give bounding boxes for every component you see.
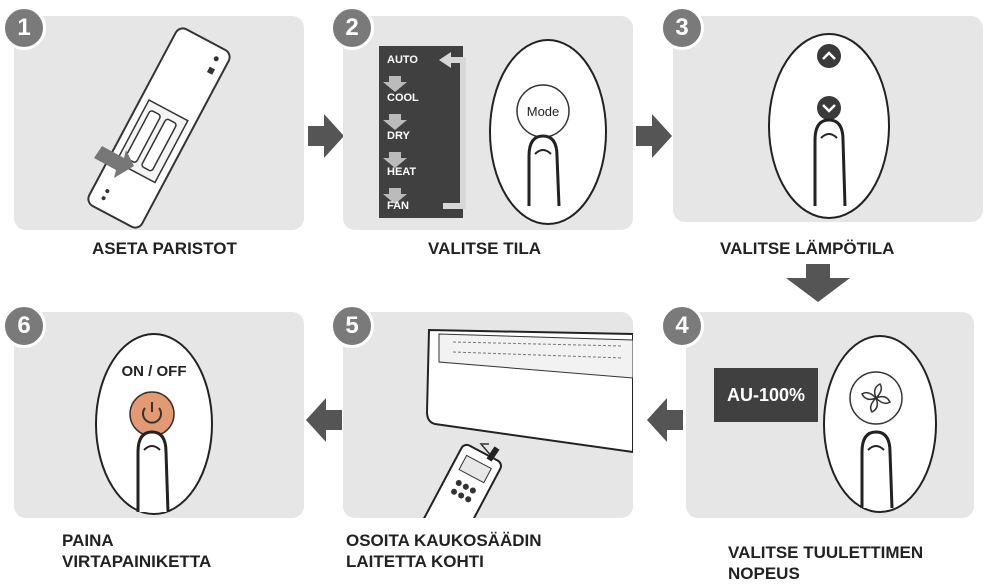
arrow-left-icon [647,398,683,442]
step-4-caption-line2: NOPEUS [728,564,800,583]
step-4-caption-line1: VALITSE TUULETTIMEN [728,543,924,562]
power-icon [142,402,162,424]
step-2-caption: VALITSE TILA [428,239,542,258]
step-1-number-badge: 1 [2,6,46,50]
fan-speed-display: AU-100% [714,368,818,422]
mode-dry-label: DRY [387,130,410,142]
step-3-panel [673,16,983,222]
power-button [129,391,175,437]
step-3-number-badge: 3 [660,6,704,50]
step-4-number-badge: 4 [660,304,704,348]
mode-cycle-arrows: Mode [383,39,607,225]
temp-up-icon [817,44,841,68]
step-2-number-badge: 2 [330,6,374,50]
mode-button-label: Mode [527,104,560,119]
fan-icon [861,383,891,413]
step-1-panel [14,16,304,230]
step-6-caption-line1: PAINA [62,531,114,550]
step-5-number-badge: 5 [330,304,374,348]
fan-remote-illustration [823,335,937,513]
arrow-right-icon [308,114,344,158]
mode-fan-label: FAN [387,200,409,212]
point-remote-illustration [418,328,633,518]
step-1-caption: ASETA PARISTOT [92,239,237,258]
step-6-caption: PAINA VIRTAPAINIKETTA [62,530,211,572]
arrow-right-icon [636,114,672,158]
power-remote-illustration: ON / OFF [95,333,213,515]
step-5-panel [343,312,633,518]
step-6-caption-line2: VIRTAPAINIKETTA [62,552,212,571]
step-2-panel: Mode AUTO COOL DRY HEAT FAN [343,16,633,230]
power-button-label: ON / OFF [122,363,187,380]
step-5-caption-line1: OSOITA KAUKOSÄÄDIN [346,531,542,550]
step-4-panel: AU-100% [686,312,974,518]
mode-auto-label: AUTO [387,54,418,66]
step-5-caption-line2: LAITETTA KOHTI [346,552,484,571]
mode-heat-label: HEAT [387,166,417,178]
step-4-caption: VALITSE TUULETTIMEN NOPEUS [728,542,923,584]
temperature-remote-illustration [768,33,890,219]
step-5-caption: OSOITA KAUKOSÄÄDIN LAITETTA KOHTI [346,530,542,572]
arrow-down-icon [786,264,850,302]
arrow-left-icon [306,398,342,442]
step-6-number-badge: 6 [2,304,46,348]
step-6-panel: ON / OFF [14,312,304,518]
step-3-caption: VALITSE LÄMPÖTILA [720,239,895,258]
remote-battery-illustration [87,27,231,229]
mode-cool-label: COOL [387,92,419,104]
temp-down-icon [817,96,841,120]
